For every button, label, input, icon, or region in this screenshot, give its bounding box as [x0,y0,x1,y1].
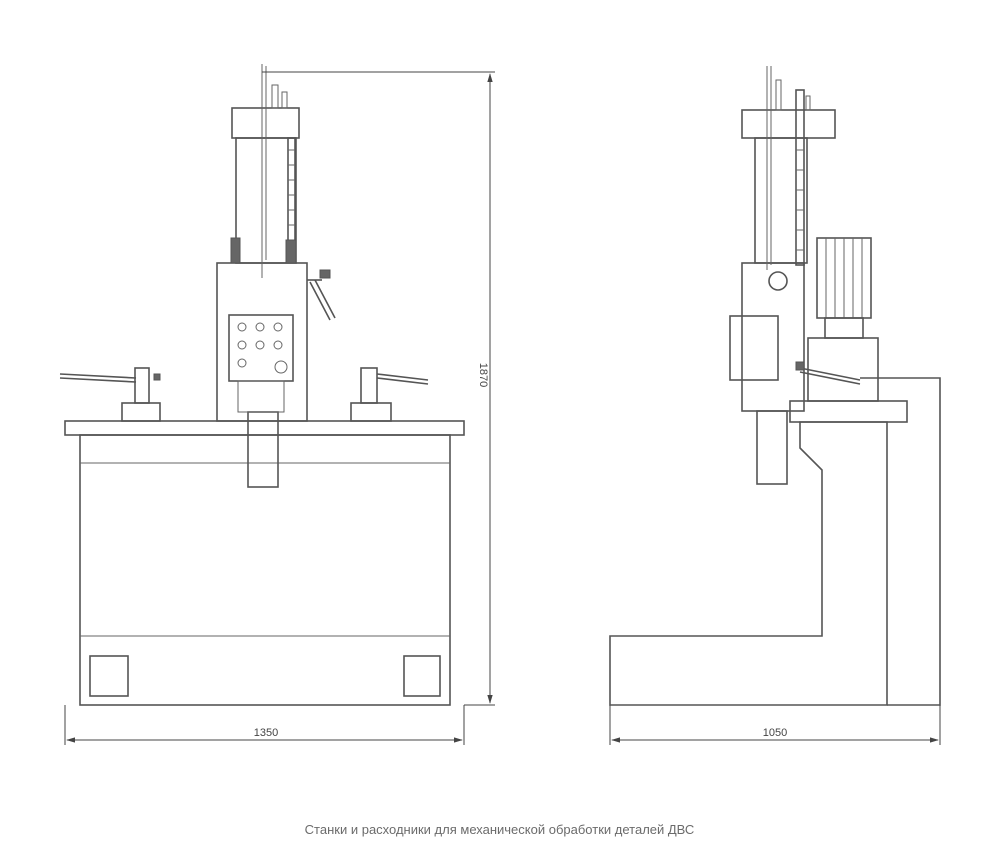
height-label: 1870 [477,363,489,387]
height-dimension: 1870 [262,71,495,706]
left-foot-pad [89,655,129,697]
side-depth-dimension: 1050 [609,705,941,745]
front-column [230,64,300,278]
front-spindle [247,411,279,488]
side-head [741,262,805,412]
right-clamp [350,367,429,422]
front-base [64,420,465,706]
side-depth-label: 1050 [763,727,787,739]
left-clamp [59,367,161,422]
side-view: 1050 [609,66,941,745]
side-spindle [756,410,788,485]
front-width-dimension: 1350 [64,705,465,745]
motor [816,237,872,339]
side-frame [609,421,888,706]
front-view: 1350 1870 [59,64,495,745]
side-control-box [729,315,779,381]
side-column [741,66,836,270]
caption: Станки и расходники для механической обр… [304,822,695,837]
side-table [789,400,908,423]
right-foot-pad [403,655,441,697]
front-width-label: 1350 [254,727,278,739]
front-head [216,262,336,422]
